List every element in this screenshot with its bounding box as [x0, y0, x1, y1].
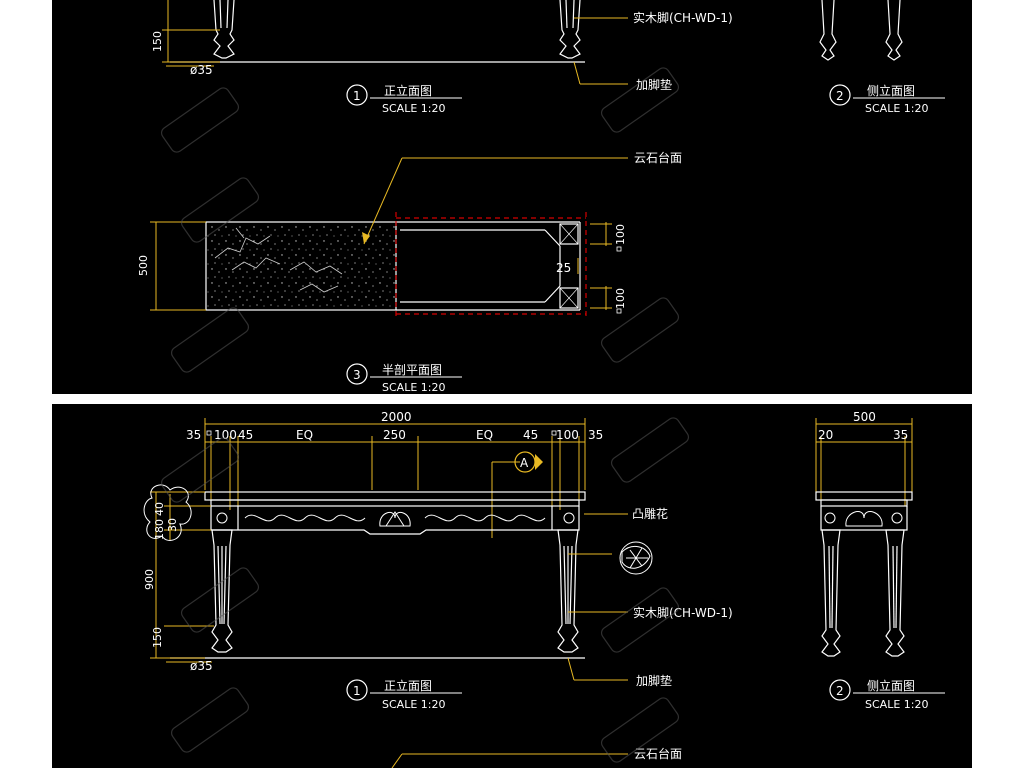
dim-25-plan: 25	[556, 261, 571, 275]
left-leg	[211, 529, 233, 653]
svg-text:半剖平面图: 半剖平面图	[382, 363, 442, 377]
dim-250: 250	[383, 428, 406, 442]
dim-right-100: 100	[556, 428, 579, 442]
right-leg	[557, 529, 579, 653]
front-elevation-table	[170, 491, 586, 659]
dim-150-top: 150	[151, 31, 164, 52]
svg-text:3: 3	[353, 368, 361, 382]
svg-text:侧立面图: 侧立面图	[867, 83, 915, 98]
front-elevation-legs-top	[170, 0, 585, 63]
svg-text:A: A	[520, 456, 529, 470]
dim-side-20: 20	[818, 428, 833, 442]
dim-eq-1: EQ	[296, 428, 313, 442]
section-marker-a: A	[491, 451, 543, 538]
carving-ornament	[216, 511, 575, 527]
dim-right-35: 35	[588, 428, 603, 442]
watermark-pattern	[160, 67, 690, 763]
label-marble-top: 云石台面	[634, 150, 682, 165]
dim-100-plan-a: 100	[614, 224, 627, 245]
top-drawing-panel	[52, 0, 972, 394]
carved-flower-detail	[619, 541, 653, 575]
svg-text:SCALE 1:20: SCALE 1:20	[865, 698, 928, 711]
svg-text:2: 2	[836, 684, 844, 698]
label-foot-pad-bottom: 加脚垫	[636, 673, 672, 688]
side-top-dimension-chain	[815, 418, 913, 506]
leader-marble-top	[363, 157, 628, 245]
cloud-highlight	[143, 484, 192, 541]
plan-dimensions	[150, 221, 612, 311]
svg-text:SCALE 1:20: SCALE 1:20	[382, 381, 445, 394]
view-title-1-top: 1 正立面图 SCALE 1:20	[346, 83, 462, 115]
dim-side-35: 35	[893, 428, 908, 442]
svg-text:1: 1	[353, 684, 361, 698]
svg-text:SCALE 1:20: SCALE 1:20	[382, 102, 445, 115]
svg-text:SCALE 1:20: SCALE 1:20	[865, 102, 928, 115]
view-title-2-bottom: 2 侧立面图 SCALE 1:20	[829, 678, 945, 711]
label-marble-top-bottom: 云石台面	[634, 746, 682, 761]
view-title-3: 3 半剖平面图 SCALE 1:20	[346, 363, 462, 394]
svg-text:1: 1	[353, 89, 361, 103]
label-foot-pad-top: 加脚垫	[636, 77, 672, 92]
dim-side-500: 500	[853, 410, 876, 424]
svg-text:正立面图: 正立面图	[384, 83, 432, 98]
leader-solid-leg-top	[573, 17, 628, 85]
svg-text:正立面图: 正立面图	[384, 678, 432, 693]
side-elevation-legs-top	[819, 0, 903, 61]
section-cut-line	[395, 212, 587, 318]
bottom-drawing-panel	[52, 404, 972, 768]
dim-left-45: 45	[238, 428, 253, 442]
dim-2000: 2000	[381, 410, 412, 424]
dim-180: 180	[153, 519, 166, 540]
dim-right-45: 45	[523, 428, 538, 442]
view-title-1-bottom: 1 正立面图 SCALE 1:20	[346, 678, 462, 711]
dim-40: 40	[153, 502, 166, 516]
label-solid-leg-bottom: 实木脚(CH-WD-1)	[633, 605, 733, 620]
dim-30: 30	[166, 518, 179, 532]
dim-150-bottom: 150	[151, 627, 164, 648]
leader-marble-top-bottom	[391, 753, 628, 769]
front-height-dimensions	[150, 491, 214, 663]
front-top-dimension-chain	[204, 418, 586, 510]
front-leaders	[567, 513, 628, 681]
label-solid-leg-top: 实木脚(CH-WD-1)	[633, 10, 733, 25]
dim-900: 900	[143, 569, 156, 590]
dim-dia35-bottom: ø35	[190, 659, 213, 673]
label-carving: 凸雕花	[632, 506, 668, 521]
top-dimensions-front	[162, 0, 220, 67]
dim-100-plan-b: 100	[614, 288, 627, 309]
dim-left-35: 35	[186, 428, 201, 442]
dim-left-100: 100	[214, 428, 237, 442]
side-elevation-table	[815, 491, 913, 657]
svg-text:2: 2	[836, 89, 844, 103]
dim-dia35-top: ø35	[190, 63, 213, 77]
view-title-2-top: 2 侧立面图 SCALE 1:20	[829, 83, 945, 115]
svg-text:SCALE 1:20: SCALE 1:20	[382, 698, 445, 711]
dim-500-plan: 500	[137, 255, 150, 276]
svg-text:侧立面图: 侧立面图	[867, 678, 915, 693]
dim-eq-2: EQ	[476, 428, 493, 442]
